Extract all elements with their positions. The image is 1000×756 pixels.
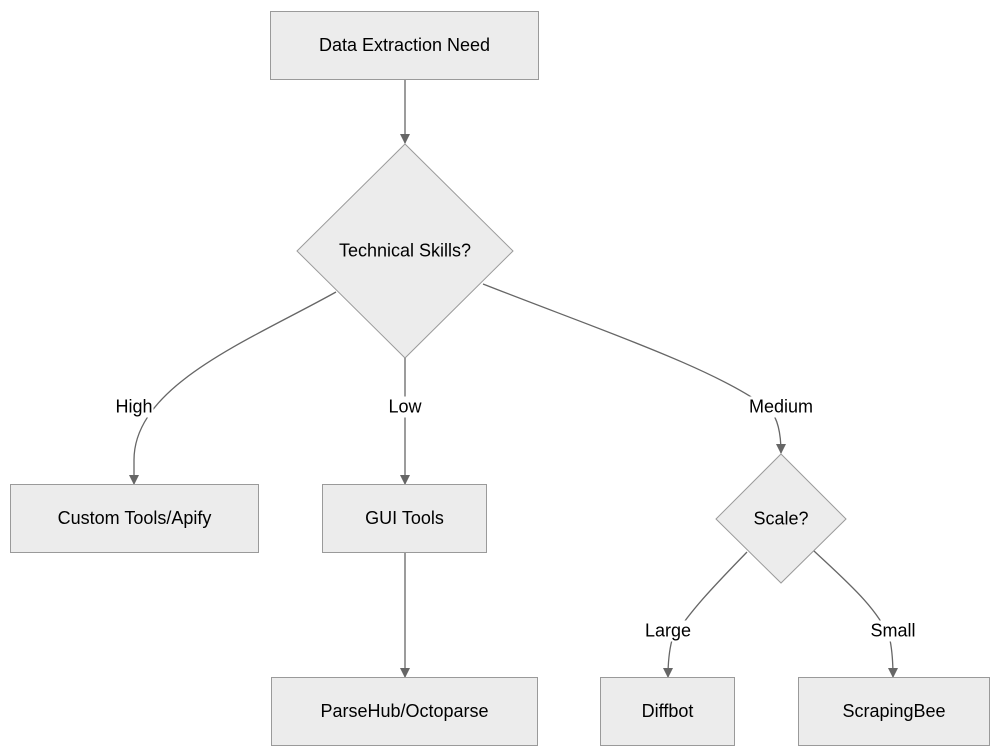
- node-scrapingbee: ScrapingBee: [798, 677, 990, 746]
- node-scale-label: Scale?: [753, 508, 809, 529]
- edge-skills-to-scale: [482, 283, 786, 454]
- edge-label-high: High: [114, 396, 154, 418]
- edge-skills-to-custom: [129, 291, 337, 485]
- node-data-extraction-need: Data Extraction Need: [270, 11, 539, 80]
- edge-label-low: Low: [387, 396, 423, 418]
- node-gui-tools: GUI Tools: [322, 484, 487, 553]
- node-diffbot: Diffbot: [600, 677, 735, 746]
- node-custom-tools-apify: Custom Tools/Apify: [10, 484, 259, 553]
- node-parsehub-octoparse: ParseHub/Octoparse: [271, 677, 538, 746]
- edge-label-medium: Medium: [747, 396, 815, 418]
- edge-scale-to-diffbot: [663, 551, 748, 678]
- edge-scale-to-scrapingbee: [813, 550, 898, 678]
- edge-label-small: Small: [869, 620, 917, 642]
- decision-scale-shape: [715, 453, 847, 584]
- node-technical-skills-label: Technical Skills?: [338, 240, 472, 261]
- edge-label-large: Large: [643, 620, 693, 642]
